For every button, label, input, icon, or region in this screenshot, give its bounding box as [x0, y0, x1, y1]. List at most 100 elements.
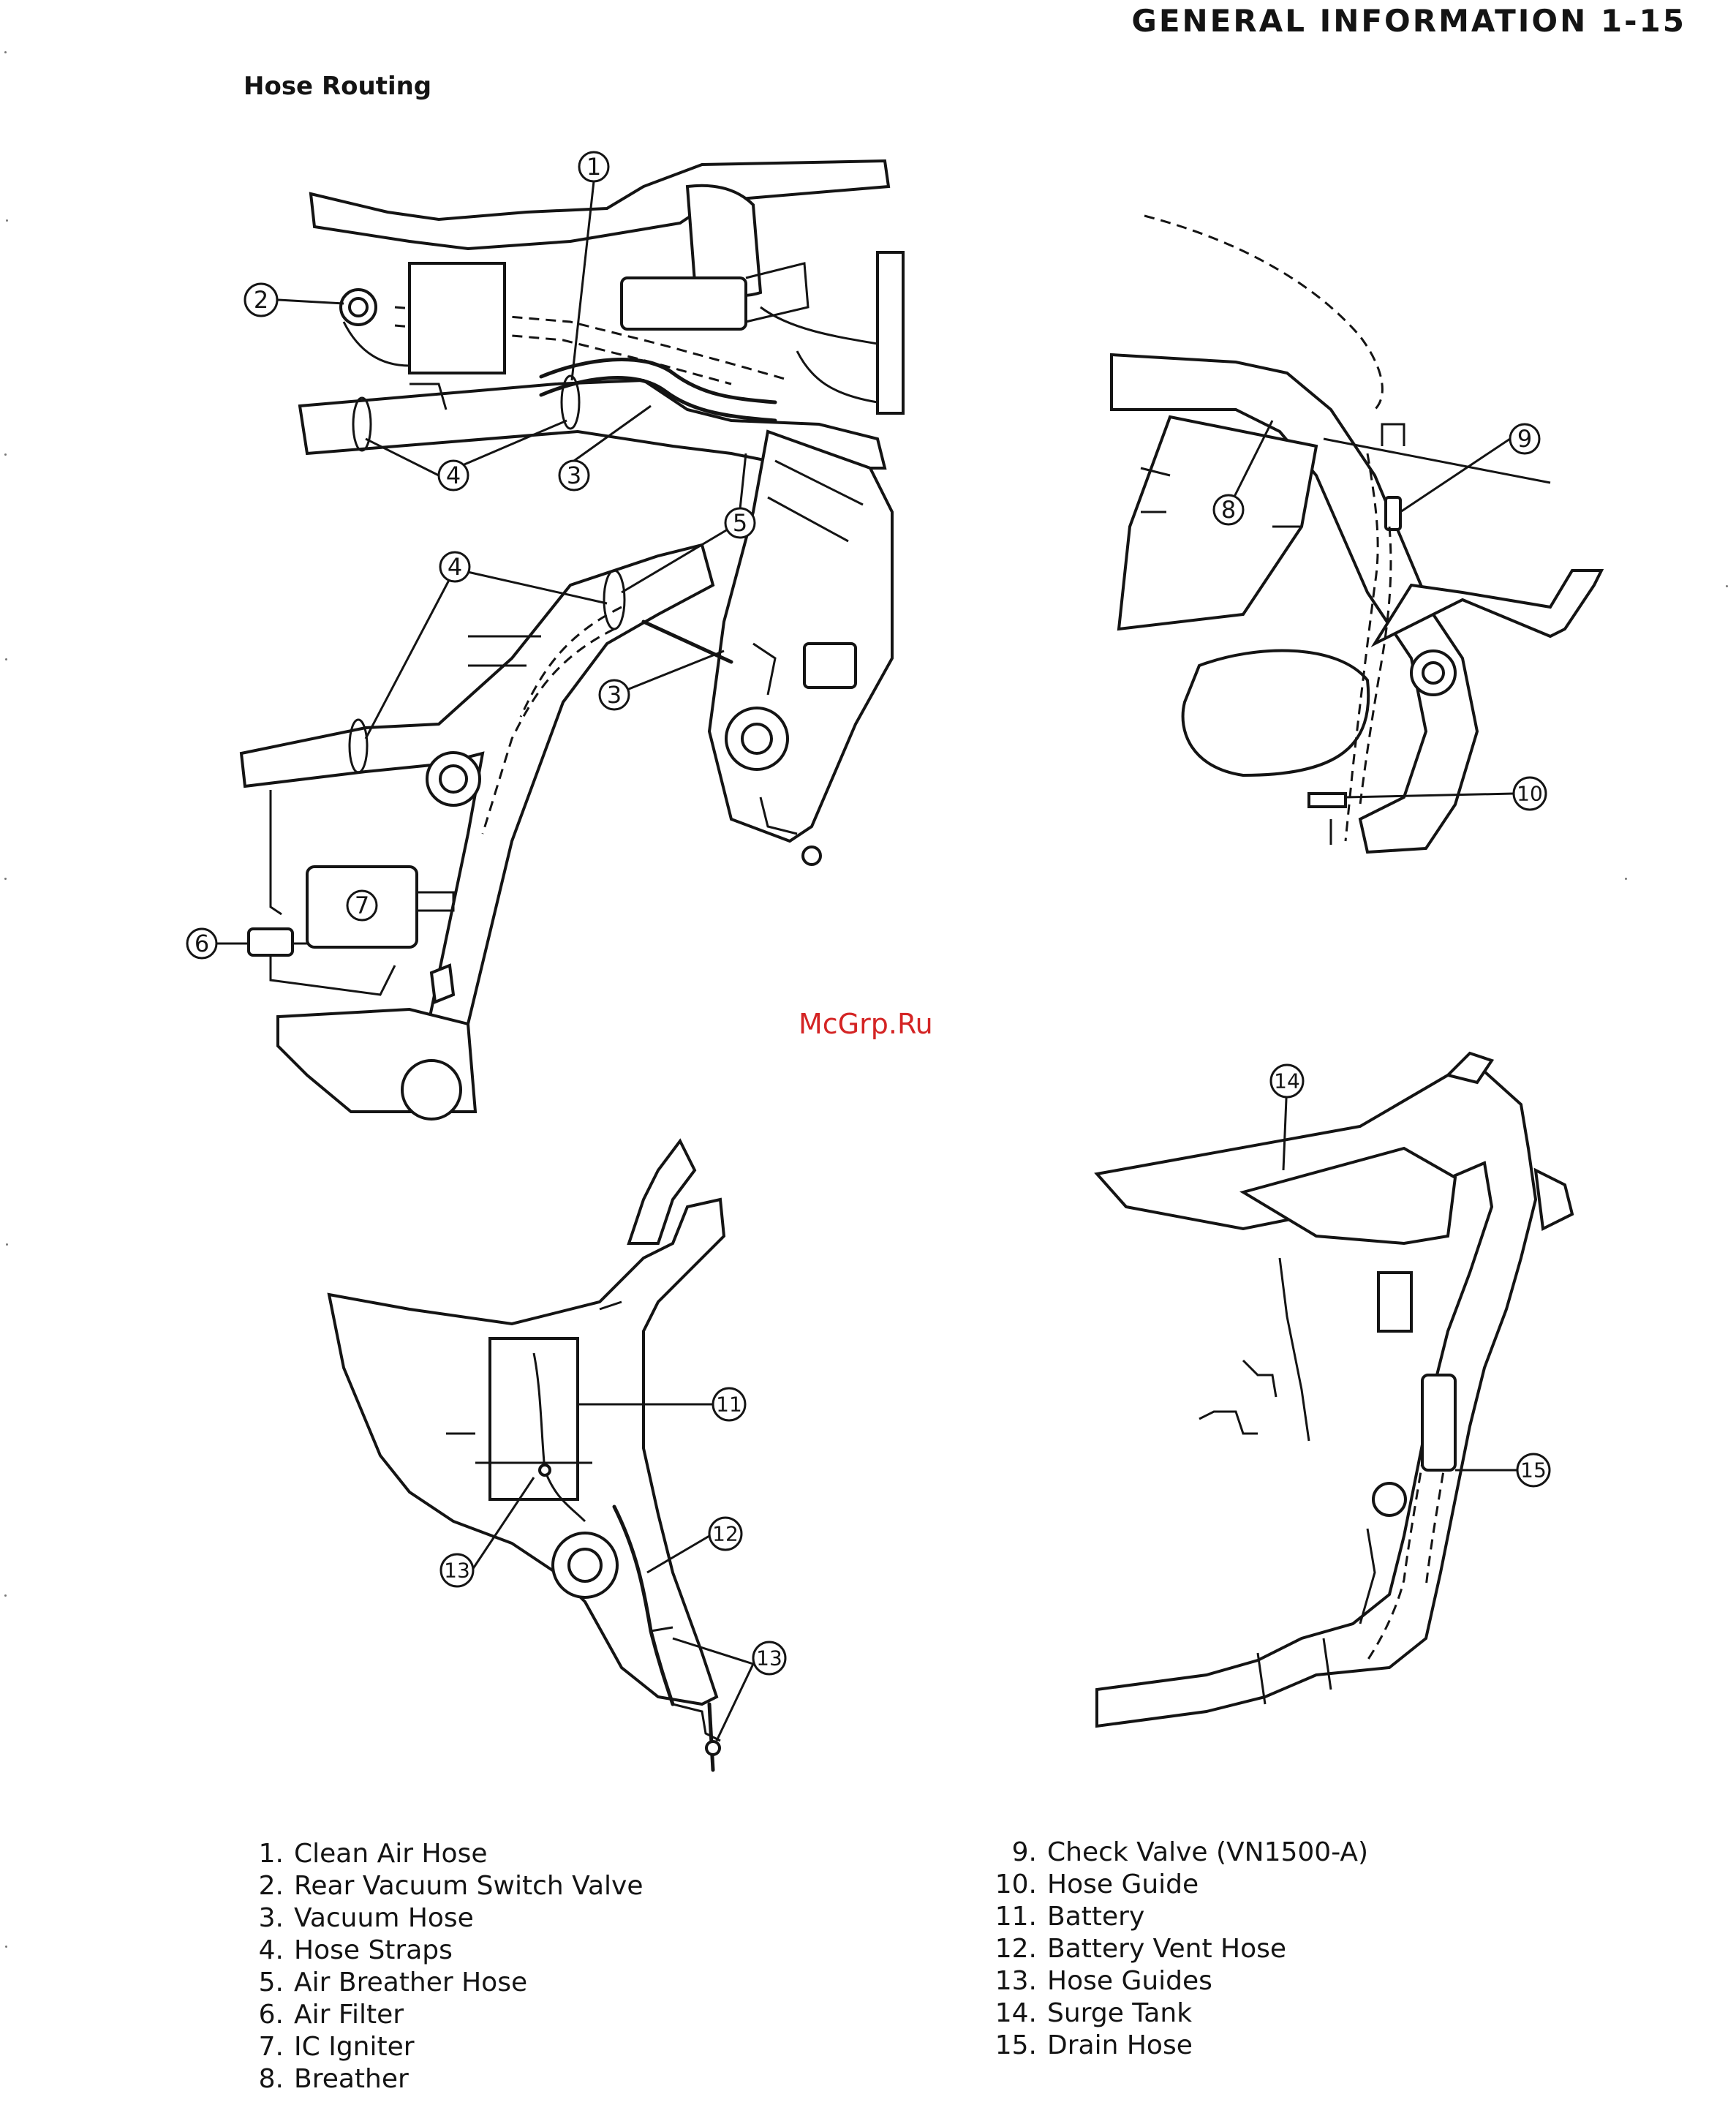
diagram-bottom-left: [327, 1138, 726, 1772]
legend-item: 2. Rear Vacuum Switch Valve: [227, 1870, 644, 1902]
legend-item: 14. Surge Tank: [980, 1997, 1368, 2030]
callout-2: 2: [244, 282, 279, 317]
callout-6: 6: [186, 927, 218, 960]
legend-number: 12.: [995, 1934, 1037, 1964]
legend-label: Battery Vent Hose: [1047, 1934, 1287, 1964]
legend-item: 7. IC Igniter: [227, 2031, 644, 2063]
legend-item: 15. Drain Hose: [980, 2030, 1368, 2062]
legend-item: 9. Check Valve (VN1500-A): [980, 1837, 1368, 1869]
callout-10: 10: [1512, 776, 1547, 811]
callout-number: 7: [355, 892, 369, 919]
legend-right: 9. Check Valve (VN1500-A) 10. Hose Guide 1…: [980, 1837, 1368, 2062]
legend-label: IC Igniter: [294, 2032, 415, 2062]
callout-number: 13: [756, 1646, 782, 1671]
callout-number: 3: [607, 681, 622, 709]
callout-7: 7: [346, 889, 378, 922]
legend-left: 1. Clean Air Hose 2. Rear Vacuum Switch Va…: [227, 1838, 644, 2095]
legend-label: Air Filter: [294, 2000, 404, 2030]
margin-dot: [1726, 585, 1728, 587]
margin-dot: [6, 1243, 8, 1246]
legend-number: 15.: [995, 2030, 1037, 2060]
legend-number: 4.: [258, 1935, 284, 1965]
callout-13: 13: [439, 1553, 475, 1588]
section-title: Hose Routing: [244, 72, 432, 101]
legend-item: 10. Hose Guide: [980, 1869, 1368, 1901]
legend-label: Air Breather Hose: [294, 1967, 528, 1997]
callout-4: 4: [437, 459, 469, 492]
legend-item: 4. Hose Straps: [227, 1935, 644, 1967]
legend-number: 5.: [258, 1967, 284, 1997]
callout-3-lower: 3: [598, 679, 630, 711]
callout-9: 9: [1509, 423, 1541, 455]
watermark: McGrp.Ru: [799, 1008, 933, 1040]
callout-number: 10: [1517, 782, 1543, 806]
page-header: GENERAL INFORMATION 1-15: [1131, 3, 1686, 39]
legend-number: 3.: [258, 1903, 284, 1933]
diagram-bottom-right: [1094, 1051, 1574, 1728]
callout-15: 15: [1516, 1453, 1551, 1488]
legend-label: Surge Tank: [1047, 1998, 1193, 2028]
diagram-top-left: [298, 159, 905, 470]
diagram-middle-left: [239, 429, 894, 1121]
callout-number: 4: [448, 553, 462, 581]
callout-11: 11: [712, 1387, 747, 1422]
margin-dot: [4, 51, 7, 53]
callout-4-lower: 4: [439, 551, 471, 583]
legend-item: 13. Hose Guides: [980, 1965, 1368, 1997]
callout-3: 3: [558, 459, 590, 492]
callout-number: 5: [733, 509, 747, 537]
legend-label: Breather: [294, 2064, 409, 2094]
callout-number: 9: [1517, 425, 1532, 453]
margin-dot: [4, 878, 7, 880]
callout-number: 3: [567, 462, 581, 489]
legend-label: Drain Hose: [1047, 2030, 1193, 2060]
callout-number: 4: [446, 462, 461, 489]
legend-label: Hose Straps: [294, 1935, 453, 1965]
callout-1: 1: [578, 151, 610, 183]
callout-12: 12: [708, 1516, 743, 1551]
callout-14: 14: [1269, 1063, 1305, 1099]
margin-dot: [1625, 878, 1627, 880]
callout-8: 8: [1212, 494, 1245, 526]
legend-item: 8. Breather: [227, 2063, 644, 2095]
legend-label: Vacuum Hose: [294, 1903, 474, 1933]
legend-number: 1.: [258, 1839, 284, 1869]
legend-label: Rear Vacuum Switch Valve: [294, 1871, 644, 1901]
callout-number: 1: [586, 153, 601, 181]
legend-number: 8.: [258, 2064, 284, 2094]
legend-number: 11.: [995, 1902, 1037, 1932]
legend-item: 5. Air Breather Hose: [227, 1967, 644, 1999]
margin-dot: [4, 1594, 7, 1597]
callout-number: 14: [1274, 1069, 1300, 1093]
callout-number: 15: [1520, 1458, 1547, 1483]
callout-5: 5: [724, 507, 756, 539]
legend-number: 9.: [1011, 1837, 1037, 1867]
legend-number: 6.: [258, 2000, 284, 2030]
diagram-top-right: [1110, 214, 1604, 854]
legend-item: 6. Air Filter: [227, 1999, 644, 2031]
margin-dot: [4, 453, 7, 456]
legend-label: Clean Air Hose: [294, 1839, 488, 1869]
legend-item: 3. Vacuum Hose: [227, 1902, 644, 1935]
legend-number: 10.: [995, 1869, 1037, 1899]
callout-number: 6: [195, 930, 209, 957]
legend-label: Battery: [1047, 1902, 1145, 1932]
legend-item: 12. Battery Vent Hose: [980, 1933, 1368, 1965]
callout-number: 2: [254, 286, 268, 314]
margin-dot: [5, 658, 7, 660]
legend-label: Check Valve (VN1500-A): [1047, 1837, 1369, 1867]
legend-number: 7.: [258, 2032, 284, 2062]
callout-number: 11: [716, 1393, 742, 1417]
legend-number: 2.: [258, 1871, 284, 1901]
margin-dot: [5, 1946, 7, 1948]
margin-dot: [6, 219, 8, 222]
legend-item: 11. Battery: [980, 1901, 1368, 1933]
legend-label: Hose Guide: [1047, 1869, 1199, 1899]
legend-label: Hose Guides: [1047, 1966, 1212, 1996]
legend-item: 1. Clean Air Hose: [227, 1838, 644, 1870]
legend-number: 14.: [995, 1998, 1037, 2028]
callout-13-lower: 13: [752, 1641, 787, 1676]
callout-number: 8: [1221, 496, 1236, 524]
legend-number: 13.: [995, 1966, 1037, 1996]
